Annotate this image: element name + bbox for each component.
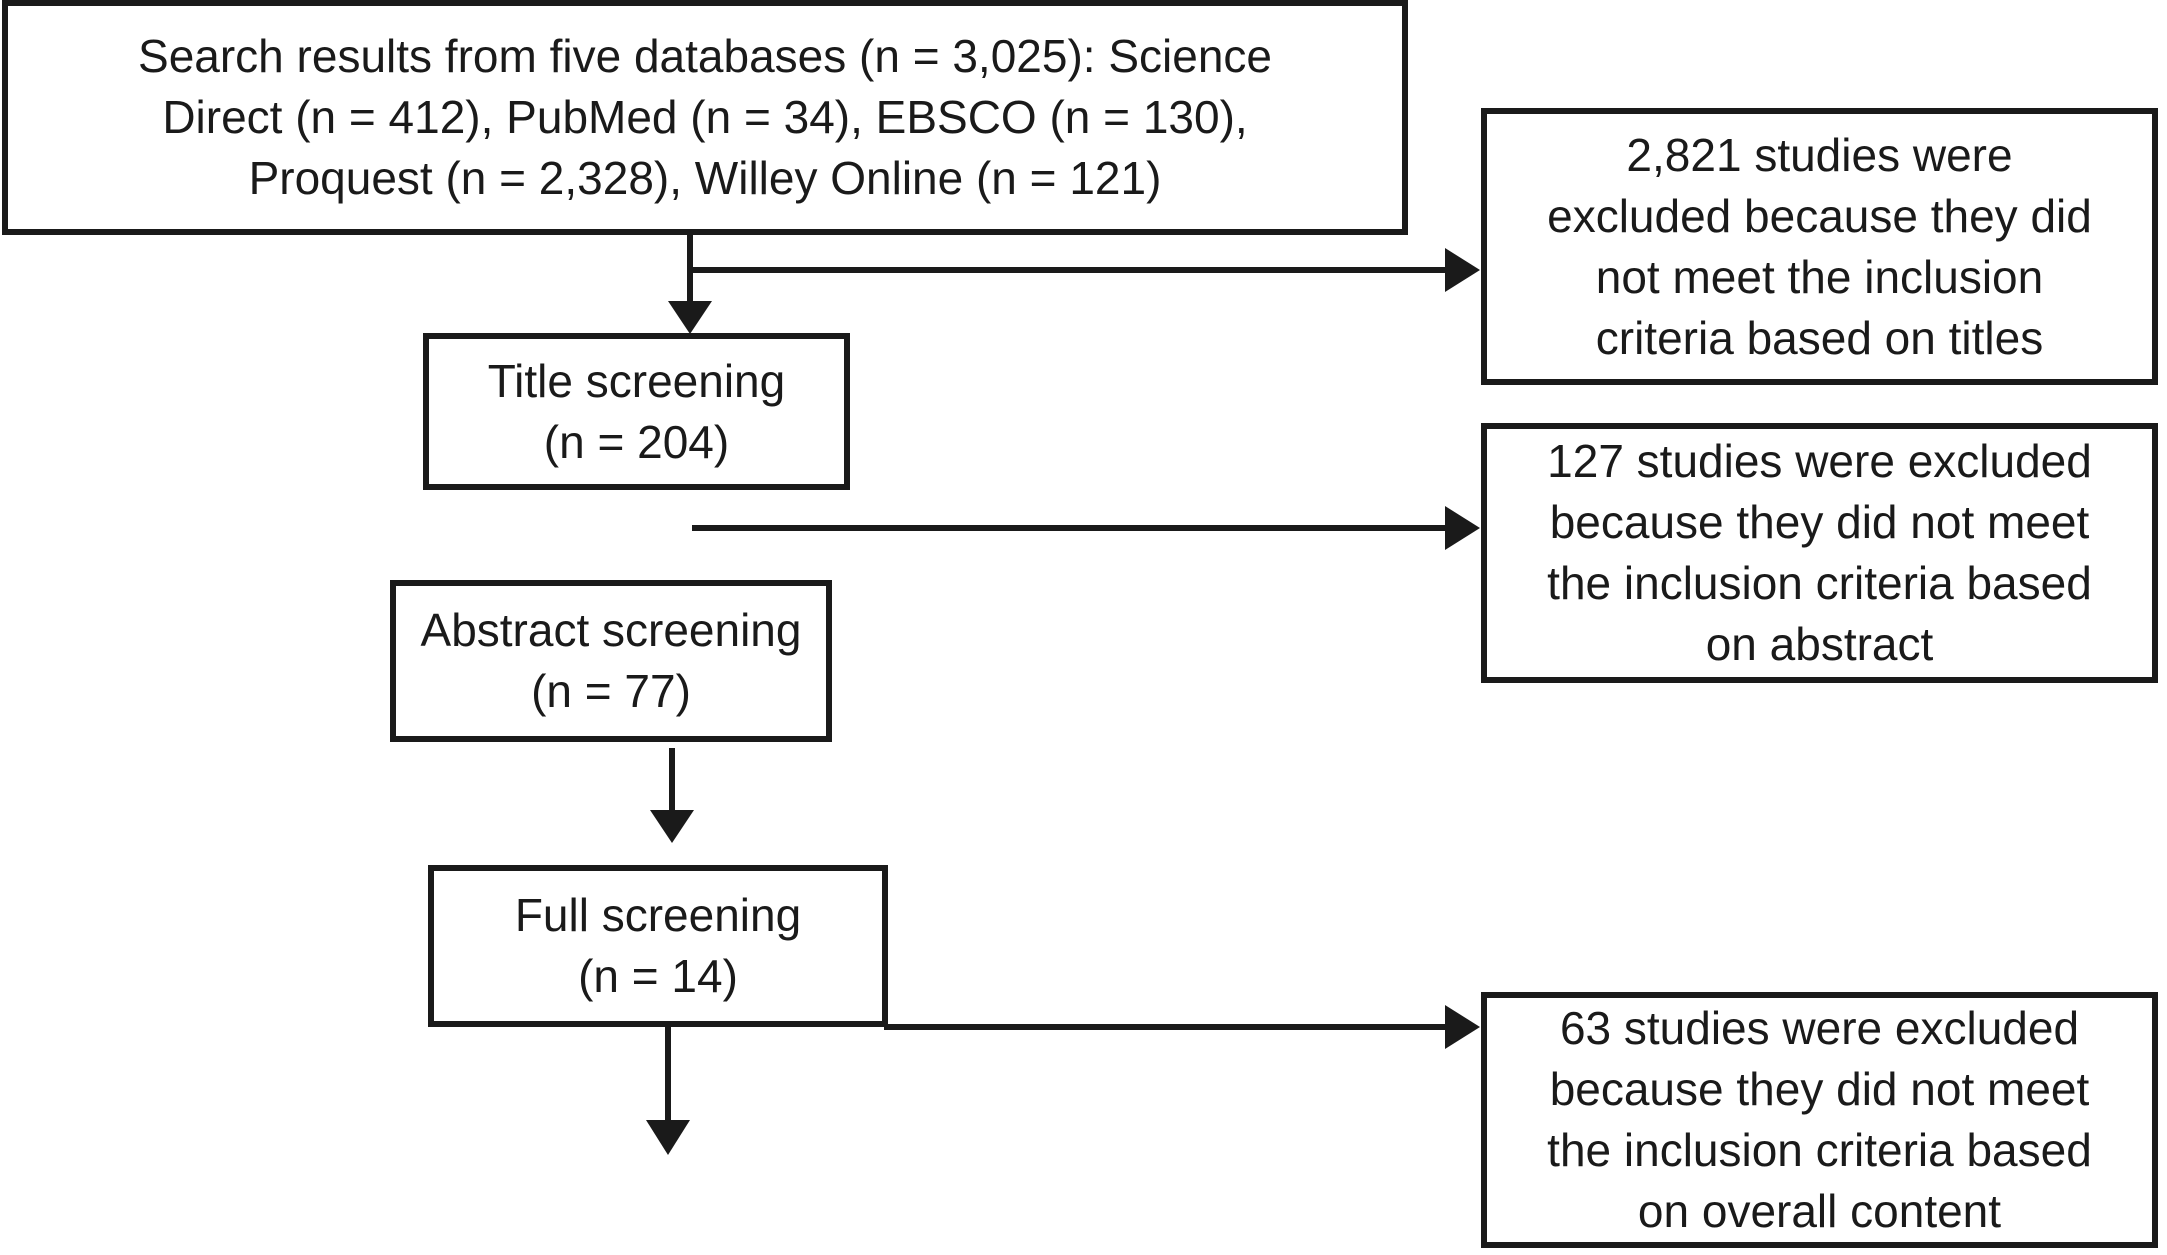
arrow-to-excluded-titles (690, 248, 1480, 292)
arrow-full-screening-down (646, 1027, 690, 1155)
abstract-screening-box: Abstract screening (n = 77) (390, 580, 832, 742)
abstract-screening-text: Abstract screening (n = 77) (420, 604, 802, 717)
title-screening-text: Title screening (n = 204) (487, 354, 786, 468)
excluded-by-content-text: 63 studies were excluded because they di… (1547, 1002, 2092, 1237)
full-screening-text: Full screening (n = 14) (514, 889, 802, 1002)
title-screening-box: Title screening (n = 204) (423, 333, 850, 490)
arrow-abstract-to-full-screening (650, 748, 694, 843)
excluded-by-titles-text: 2,821 studies were excluded because they… (1547, 128, 2092, 364)
excluded-by-abstract-text: 127 studies were excluded because they d… (1547, 435, 2092, 670)
arrow-search-to-title-screening (668, 235, 712, 334)
excluded-by-titles-box: 2,821 studies were excluded because they… (1481, 108, 2158, 385)
full-screening-box: Full screening (n = 14) (428, 865, 888, 1027)
arrow-to-excluded-abstract (692, 506, 1480, 550)
search-results-text: Search results from five databases (n = … (138, 30, 1272, 204)
arrow-to-excluded-content (884, 1005, 1480, 1049)
search-results-box: Search results from five databases (n = … (2, 0, 1408, 235)
excluded-by-content-box: 63 studies were excluded because they di… (1481, 992, 2158, 1248)
excluded-by-abstract-box: 127 studies were excluded because they d… (1481, 423, 2158, 683)
